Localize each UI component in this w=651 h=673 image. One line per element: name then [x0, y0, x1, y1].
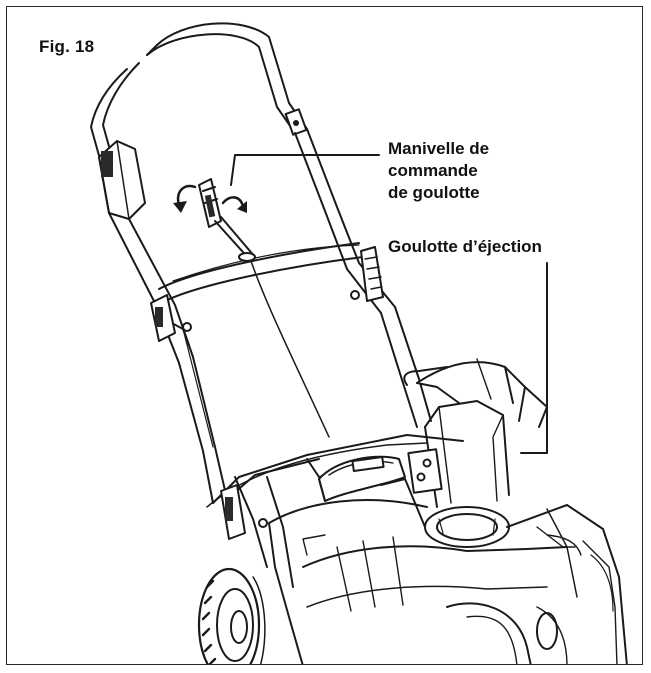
discharge-chute	[380, 358, 548, 548]
callout-crank-line-3: de goulotte	[388, 183, 480, 202]
left-lower-bracket	[220, 484, 268, 540]
upper-handle	[90, 22, 308, 178]
callout-crank-line-2: commande	[388, 161, 478, 180]
battery-cover	[318, 455, 406, 502]
crank-leader-line	[230, 154, 380, 186]
handle-side-rails	[108, 128, 396, 504]
snow-thrower-illustration	[90, 22, 628, 664]
left-wheel	[197, 567, 266, 664]
callout-discharge-chute: Goulotte d’éjection	[388, 236, 542, 258]
handle-lower-panel	[182, 306, 432, 448]
figure-frame: Fig. 18 Manivelle de commande de goulott…	[6, 6, 643, 665]
chute-crank-assembly	[173, 178, 256, 262]
chute-leader-line	[520, 262, 548, 454]
callout-crank-line-1: Manivelle de	[388, 139, 490, 158]
left-crossbar-bracket	[150, 294, 192, 342]
left-grip-housing	[98, 140, 146, 220]
crank-cable	[250, 260, 330, 438]
figure-label: Fig. 18	[39, 37, 99, 57]
right-crossbar-bracket	[350, 246, 384, 302]
callout-chute-line-1: Goulotte d’éjection	[388, 237, 542, 256]
callout-chute-crank: Manivelle de commande de goulotte	[388, 138, 489, 204]
auger-housing	[268, 499, 628, 664]
